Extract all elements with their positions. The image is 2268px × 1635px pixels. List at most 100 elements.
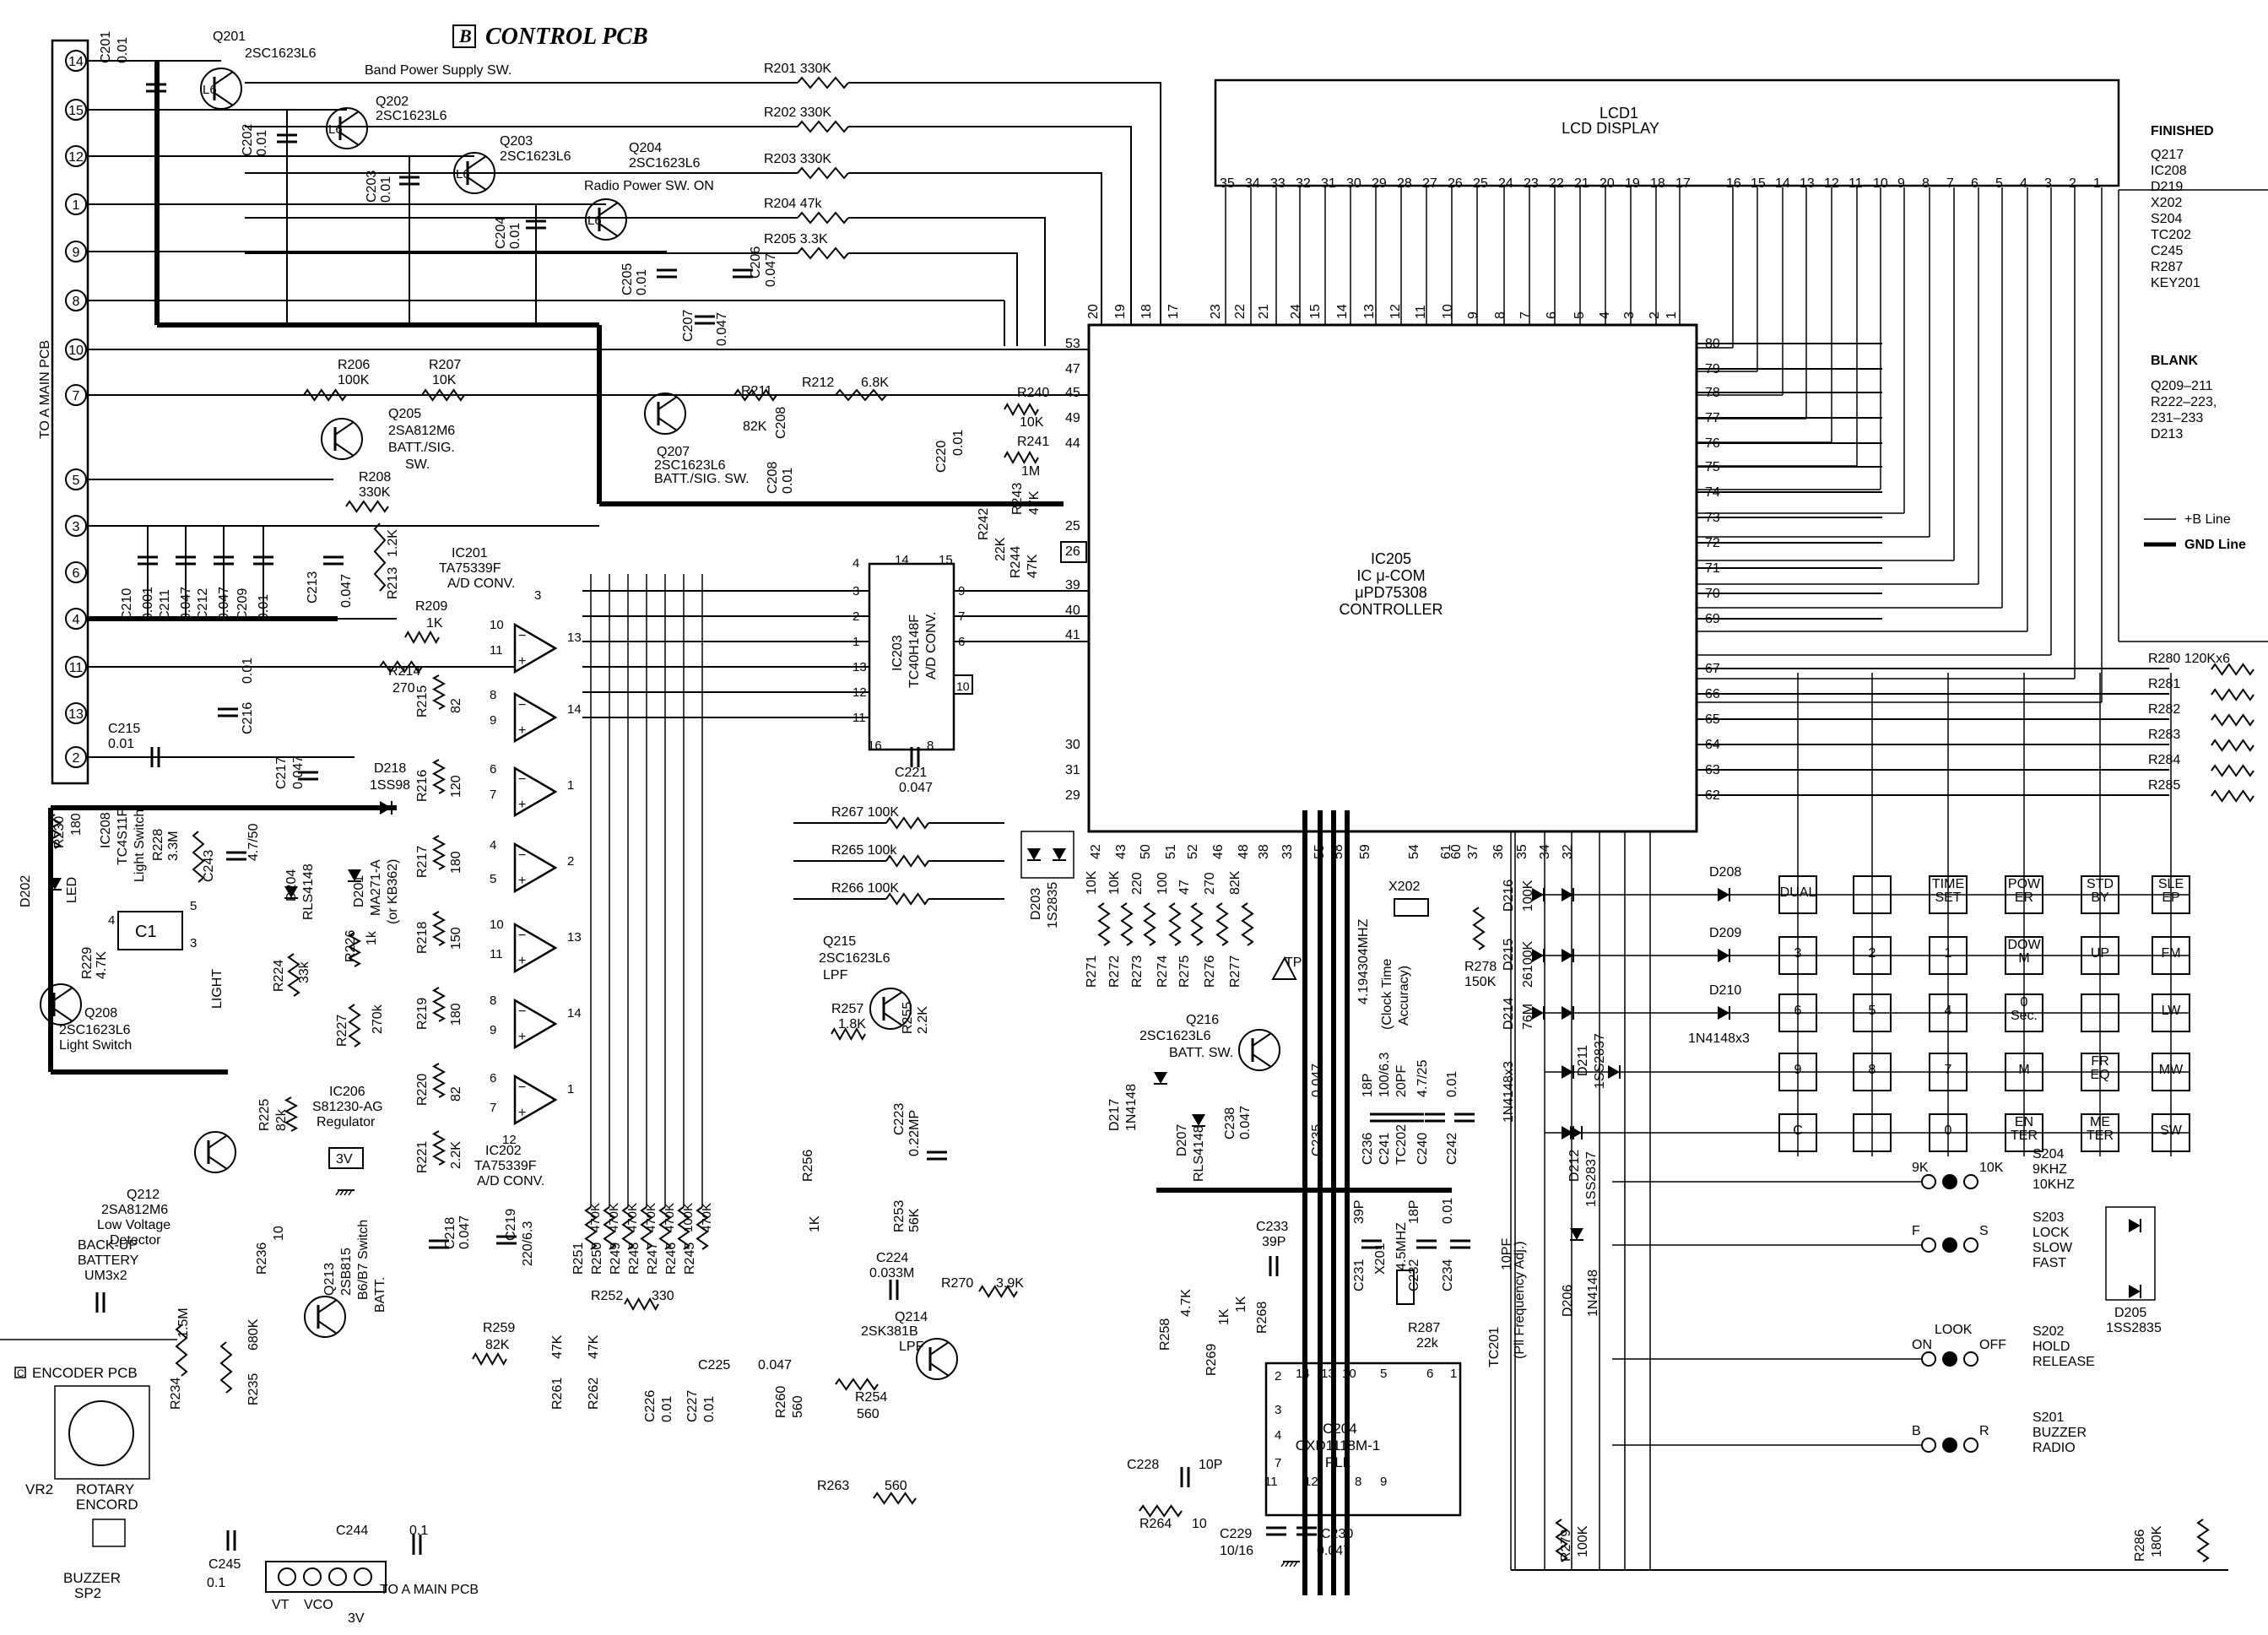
- q205-label: Q205: [388, 407, 421, 421]
- q215-note: LPF: [823, 968, 848, 983]
- resistor-R203: [797, 166, 849, 180]
- ground-hatch: [1293, 1561, 1298, 1567]
- q204-symbol-mark: L6: [587, 214, 602, 228]
- connector-pin-label-9: 9: [73, 246, 80, 260]
- ground-hatch: [1280, 1561, 1286, 1567]
- resistor-R254: [835, 1378, 879, 1391]
- key-4-1: [1853, 1113, 1892, 1152]
- label-R258: R258: [1158, 1318, 1172, 1351]
- label-D207: D207: [1175, 1124, 1189, 1156]
- ic203-left-12: 12: [853, 685, 867, 700]
- label-R221: R221: [415, 1141, 430, 1173]
- q205-note: BATT./SIG.: [388, 441, 455, 455]
- switch-S201-right: [1963, 1437, 1978, 1453]
- key-label-1-2-0: 1: [1945, 946, 1952, 961]
- ic203-pin8: 8: [927, 739, 934, 753]
- val-R229: 4.7K: [95, 951, 109, 979]
- q208-symbol-emitter: [53, 1008, 73, 1022]
- key-4-5: [2152, 1113, 2190, 1152]
- ic202-comp-1: [513, 922, 558, 974]
- ic202-comp-1-plus: +: [518, 954, 526, 968]
- label-C229: C229: [1220, 1527, 1252, 1541]
- diode-D215: [1532, 949, 1544, 962]
- key-label-4-3-1: TER: [2011, 1129, 2038, 1143]
- diode-D217: [1154, 1072, 1167, 1084]
- switch-S204-ref: S204: [2033, 1147, 2064, 1161]
- ic201-comp-4-minus: −: [518, 848, 526, 863]
- q207-symbol-collector: [658, 396, 678, 410]
- ic205-line-1: IC μ-COM: [1356, 567, 1425, 584]
- val-D203: 1S2835: [1046, 882, 1060, 928]
- label-R257: R257: [831, 1002, 863, 1016]
- q213-symbol: [304, 1296, 346, 1338]
- key-label-3-1-0: 8: [1869, 1063, 1876, 1077]
- key-label-2-0-0: 6: [1794, 1004, 1802, 1018]
- label-C215: C215: [108, 722, 140, 736]
- val-C208b: 0.01: [781, 468, 795, 494]
- diode-D208: [1718, 888, 1729, 901]
- lcd-pin-25: 25: [1473, 176, 1488, 191]
- label-R259: R259: [483, 1321, 515, 1335]
- resistor-R224: [287, 953, 300, 997]
- comp-pin-4: 6: [490, 762, 496, 777]
- val-R242: 22K: [993, 537, 1008, 561]
- resistor-R285: [2211, 789, 2254, 803]
- ic201-comp-2: [513, 691, 558, 744]
- q203-symbol-emitter: [467, 176, 487, 191]
- switch-S201-left: [1921, 1437, 1936, 1453]
- resistor-R283: [2211, 739, 2254, 752]
- q207-label: Q207: [657, 445, 690, 459]
- lcd-pin-19: 19: [1625, 176, 1640, 191]
- ic205-right-pin-72: 72: [1705, 536, 1720, 550]
- q201-symbol-mark: L6: [203, 83, 217, 97]
- comp-pin-11: 9: [490, 1023, 496, 1037]
- comp-out-2: 1: [567, 778, 574, 793]
- label-R271: R271: [1085, 956, 1099, 988]
- lcd-pin-14: 14: [1775, 176, 1790, 191]
- val-C238: 0.047: [1238, 1106, 1253, 1140]
- q202-label: Q202: [376, 95, 409, 109]
- key-1-4: [2081, 936, 2119, 975]
- resistor-R204: [797, 211, 849, 225]
- ic205-right-pin-75: 75: [1705, 460, 1720, 474]
- label-C233: C233: [1256, 1220, 1288, 1234]
- lcd-pin-22: 22: [1549, 176, 1564, 191]
- q202-symbol-collector: [339, 111, 360, 125]
- label-R261: R261: [550, 1378, 565, 1410]
- label-R204: R204 47k: [764, 197, 822, 211]
- val-R269: 1K: [1217, 1308, 1231, 1325]
- ic205-bot-pin-50: 50: [1139, 844, 1153, 859]
- ic204-pin-10: 10: [1342, 1367, 1356, 1381]
- val-C219: 220/6.3: [521, 1221, 535, 1266]
- ic205-top-pin-17: 17: [1166, 304, 1181, 319]
- key-label-0-3-1: ER: [2015, 891, 2033, 905]
- label-R219: R219: [415, 998, 430, 1030]
- switch-S203-left-label: F: [1912, 1224, 1920, 1238]
- val-R271: 10K: [1085, 870, 1099, 895]
- label-R201: R201 330K: [764, 62, 831, 76]
- label-R277: R277: [1228, 956, 1242, 988]
- vr2-label: VR2: [25, 1481, 53, 1497]
- resistor-R218: [431, 911, 447, 946]
- val-R248: 470K: [644, 1203, 658, 1232]
- label-R214: R214: [388, 664, 420, 679]
- resistor-R276: [1215, 902, 1229, 946]
- comp-pin-6: 4: [490, 838, 496, 853]
- diode-D201: [348, 869, 361, 881]
- ic208-pin4: 4: [108, 913, 115, 928]
- resistor-R247: [658, 1206, 672, 1250]
- val-R260: 560: [791, 1395, 805, 1418]
- ic205-bot-pin-61: 61: [1439, 844, 1453, 859]
- connector-pin-8: [65, 290, 87, 311]
- q216-part: 2SC1623L6: [1139, 1029, 1211, 1043]
- ic205-line-0: IC205: [1371, 550, 1411, 567]
- ic205-line-2: μPD75308: [1355, 584, 1426, 601]
- q203-label: Q203: [500, 134, 533, 149]
- resistor-R221: [431, 1130, 447, 1166]
- key-3-1: [1853, 1053, 1892, 1091]
- label-R202: R202 330K: [764, 106, 831, 120]
- switch-S202-top-label: LOOK: [1935, 1323, 1973, 1337]
- val-R245: 470K: [700, 1203, 714, 1232]
- ic205-bot-pin-48: 48: [1237, 844, 1251, 859]
- val-C235: 0.047: [1310, 1064, 1324, 1097]
